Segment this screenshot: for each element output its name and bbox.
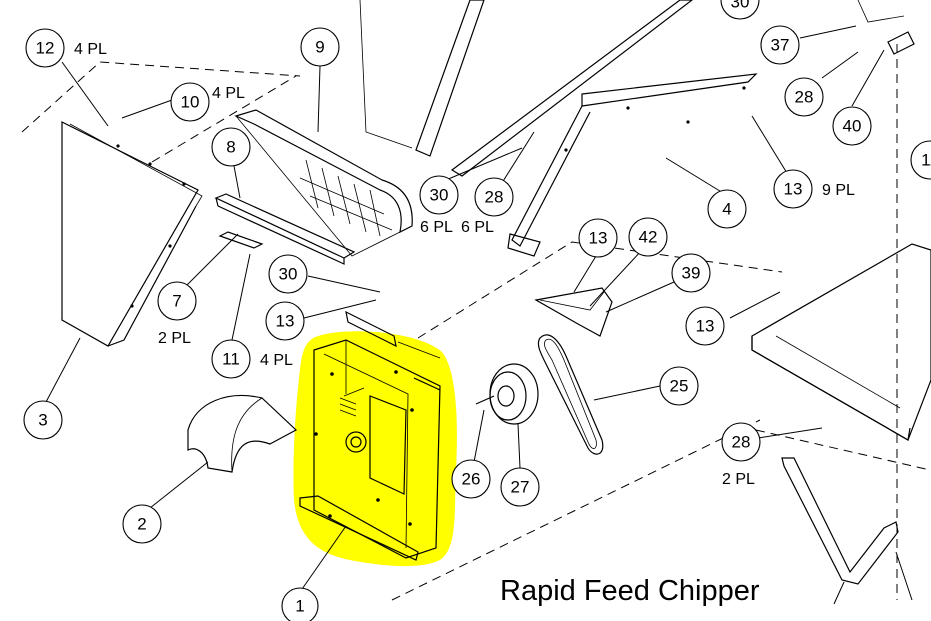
callout-40: 40 — [832, 106, 872, 146]
diagram-title: Rapid Feed Chipper — [500, 575, 760, 607]
callout-1: 1 — [281, 587, 319, 621]
part-4-angle — [507, 73, 758, 257]
svg-text:2 PL: 2 PL — [722, 471, 755, 488]
part-27-pulley — [475, 363, 539, 425]
svg-text:4 PL: 4 PL — [260, 352, 293, 369]
svg-text:9: 9 — [315, 38, 324, 57]
callout-12: 12 4 PL — [25, 28, 107, 68]
callout-13-b: 13 9 PL — [773, 169, 855, 209]
part-8-strip — [214, 193, 356, 265]
part-2-guard — [187, 394, 298, 473]
callout-7: 7 2 PL — [157, 281, 197, 347]
callout-26: 26 — [451, 459, 491, 499]
callout-30-c: 30 — [720, 0, 760, 20]
callout-25: 25 — [659, 366, 699, 406]
svg-text:7: 7 — [172, 292, 181, 311]
svg-text:6 PL: 6 PL — [420, 219, 453, 236]
part-25-belt — [537, 334, 604, 455]
svg-text:37: 37 — [771, 36, 790, 55]
callout-37: 37 — [760, 25, 800, 65]
svg-text:11: 11 — [222, 350, 240, 369]
callout-27: 27 — [500, 467, 540, 507]
callout-42: 42 — [628, 217, 668, 257]
part-39-bracket — [534, 287, 613, 337]
part-1-highlight — [293, 331, 457, 567]
svg-text:13: 13 — [589, 229, 608, 248]
svg-text:9 PL: 9 PL — [822, 182, 855, 199]
callout-3: 3 — [23, 400, 63, 440]
callout-28-a: 28 6 PL — [461, 177, 514, 236]
svg-text:4 PL: 4 PL — [74, 41, 107, 58]
part-40-bracket — [887, 31, 915, 55]
leader-lines — [45, 25, 913, 605]
svg-text:30: 30 — [279, 265, 298, 284]
callout-39: 39 — [671, 253, 711, 293]
callout-10: 10 4 PL — [170, 82, 245, 122]
svg-text:4: 4 — [722, 200, 731, 219]
svg-text:30: 30 — [430, 186, 449, 205]
svg-text:13: 13 — [276, 312, 295, 331]
upper-channel-part — [359, 0, 905, 177]
callout-11-b: 11 — [910, 140, 931, 180]
callout-11: 11 4 PL — [211, 339, 293, 379]
callout-13-a: 13 — [265, 301, 305, 341]
part-3-side-shroud — [61, 121, 203, 347]
part-9-curved-guard — [234, 109, 413, 257]
svg-text:12: 12 — [36, 39, 55, 58]
svg-text:2: 2 — [137, 515, 146, 534]
svg-text:25: 25 — [670, 377, 689, 396]
svg-text:42: 42 — [639, 228, 658, 247]
callout-28-c: 28 2 PL — [721, 422, 761, 488]
svg-text:27: 27 — [511, 478, 530, 497]
svg-text:8: 8 — [226, 138, 235, 157]
callout-8: 8 — [211, 127, 251, 167]
svg-text:39: 39 — [682, 264, 701, 283]
svg-text:4 PL: 4 PL — [212, 85, 245, 102]
callout-4: 4 — [707, 189, 747, 229]
platform-plate — [751, 243, 931, 441]
svg-text:13: 13 — [784, 180, 803, 199]
callout-30-b: 30 — [268, 254, 308, 294]
svg-text:2 PL: 2 PL — [158, 330, 191, 347]
part-7-bar — [218, 231, 264, 249]
svg-text:3: 3 — [38, 411, 47, 430]
callout-13-c: 13 — [578, 218, 618, 258]
support-bracket — [781, 457, 899, 585]
svg-text:26: 26 — [462, 470, 481, 489]
svg-text:40: 40 — [843, 117, 862, 136]
svg-text:28: 28 — [795, 88, 814, 107]
callout-30-a: 30 6 PL — [419, 175, 459, 236]
svg-text:30: 30 — [731, 0, 750, 12]
svg-text:11: 11 — [921, 151, 931, 170]
callout-9: 9 — [300, 27, 340, 67]
svg-text:13: 13 — [696, 317, 715, 336]
svg-text:28: 28 — [485, 188, 504, 207]
part-1-housing — [299, 310, 441, 561]
svg-text:1: 1 — [295, 597, 304, 616]
callout-2: 2 — [122, 504, 162, 544]
callout-13-d: 13 — [685, 306, 725, 346]
svg-text:28: 28 — [732, 433, 751, 452]
svg-text:6 PL: 6 PL — [461, 219, 494, 236]
callout-28-b: 28 — [784, 77, 824, 117]
assembly-dash-lines — [21, 44, 931, 601]
svg-text:10: 10 — [181, 93, 200, 112]
